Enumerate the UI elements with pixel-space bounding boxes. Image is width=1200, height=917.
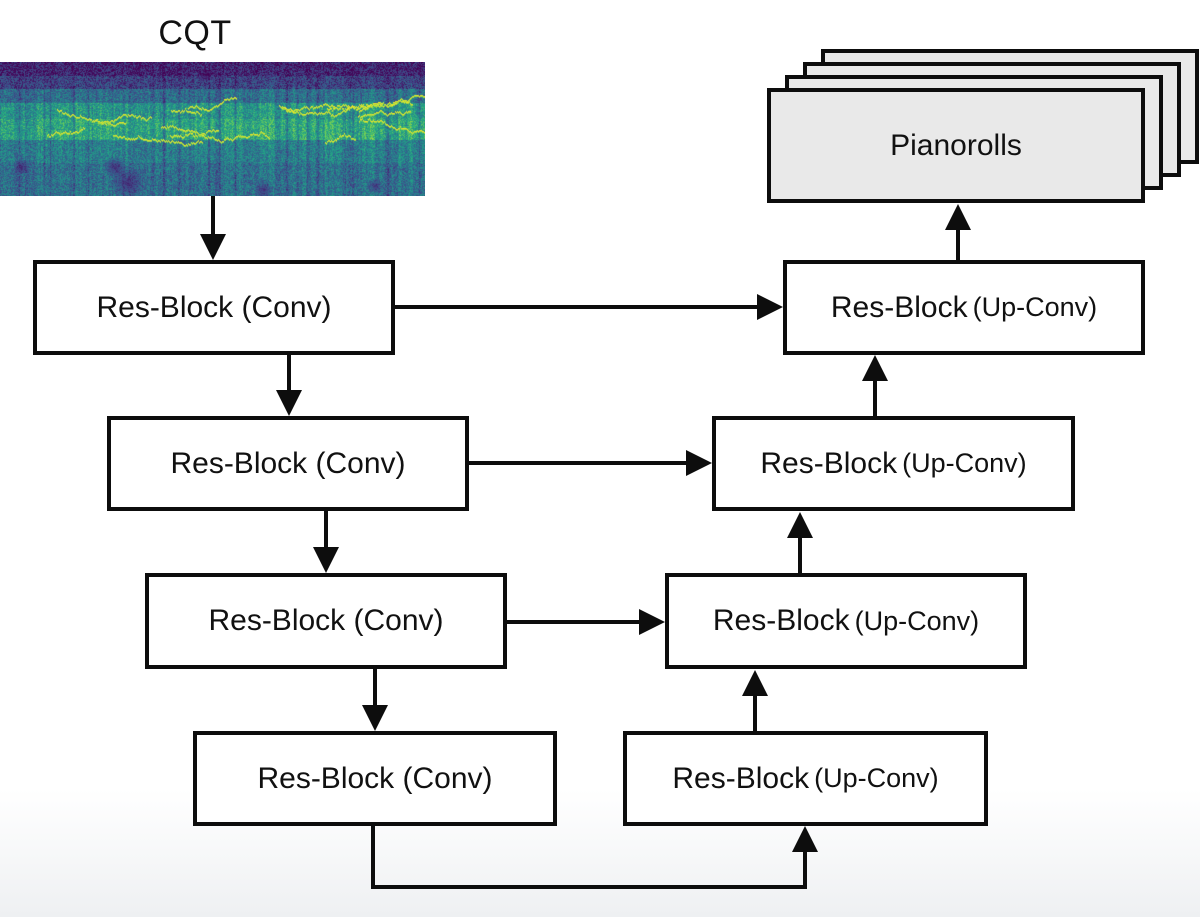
- decoder-block-3-label: Res-Block: [712, 604, 850, 637]
- decoder-block-4-label: Res-Block: [672, 761, 810, 795]
- bottom-connector-up-line: [803, 849, 807, 886]
- decoder-block-4-sublabel: (Up-Conv): [814, 763, 939, 793]
- arrow-dec4-to-dec3-line: [753, 694, 757, 731]
- arrow-enc2-to-enc3-head: [313, 547, 339, 573]
- encoder-block-2: Res-Block (Conv): [107, 416, 469, 511]
- arrow-enc1-to-enc2-line: [287, 355, 291, 392]
- encoder-block-4: Res-Block (Conv): [193, 731, 557, 826]
- cqt-label: CQT: [158, 14, 232, 52]
- skip-arrow-1-line: [395, 305, 759, 309]
- arrow-cqt-to-enc1-head: [200, 234, 226, 260]
- bottom-connector-down-line: [371, 826, 375, 889]
- arrow-enc3-to-enc4-line: [373, 669, 377, 707]
- bottom-connector-horizontal-line: [371, 885, 807, 889]
- arrow-enc2-to-enc3-line: [324, 511, 328, 548]
- decoder-block-2-sublabel: (Up-Conv): [902, 448, 1027, 478]
- bottom-connector-head: [792, 826, 818, 852]
- encoder-block-4-label: Res-Block (Conv): [257, 761, 493, 795]
- arrow-dec1-to-pianorolls-head: [945, 204, 971, 230]
- arrow-enc3-to-enc4-head: [362, 705, 388, 731]
- encoder-block-3-label: Res-Block (Conv): [208, 604, 444, 637]
- arrow-cqt-to-enc1-line: [211, 196, 215, 236]
- arrow-dec4-to-dec3-head: [742, 670, 768, 696]
- encoder-block-1-label: Res-Block (Conv): [96, 290, 332, 324]
- encoder-block-1: Res-Block (Conv): [33, 260, 395, 355]
- cqt-spectrogram-image: [0, 62, 425, 196]
- skip-arrow-2-head: [686, 450, 712, 476]
- arrow-enc1-to-enc2-head: [276, 390, 302, 416]
- skip-arrow-3-line: [507, 620, 641, 624]
- decoder-block-1: Res-Block (Up-Conv): [783, 260, 1145, 355]
- decoder-block-1-sublabel: (Up-Conv): [972, 292, 1098, 322]
- arrow-dec1-to-pianorolls-line: [956, 228, 960, 260]
- decoder-block-3: Res-Block (Up-Conv): [665, 573, 1027, 669]
- decoder-block-3-sublabel: (Up-Conv): [854, 605, 980, 636]
- arrow-dec2-to-dec1-line: [873, 379, 877, 416]
- encoder-block-2-label: Res-Block (Conv): [170, 446, 406, 480]
- arrow-dec2-to-dec1-head: [862, 355, 888, 381]
- pianorolls-output-box: Pianorolls: [767, 88, 1145, 203]
- decoder-block-1-label: Res-Block: [830, 290, 968, 324]
- decoder-block-2: Res-Block (Up-Conv): [712, 416, 1075, 511]
- decoder-block-4: Res-Block (Up-Conv): [623, 731, 988, 826]
- pianorolls-label: Pianorolls: [890, 128, 1022, 162]
- arrow-dec3-to-dec2-line: [798, 536, 802, 574]
- decoder-block-2-label: Res-Block: [760, 446, 898, 480]
- skip-arrow-3-head: [639, 609, 665, 635]
- arrow-dec3-to-dec2-head: [787, 512, 813, 538]
- encoder-block-3: Res-Block (Conv): [145, 573, 507, 669]
- skip-arrow-2-line: [469, 461, 688, 465]
- skip-arrow-1-head: [757, 294, 783, 320]
